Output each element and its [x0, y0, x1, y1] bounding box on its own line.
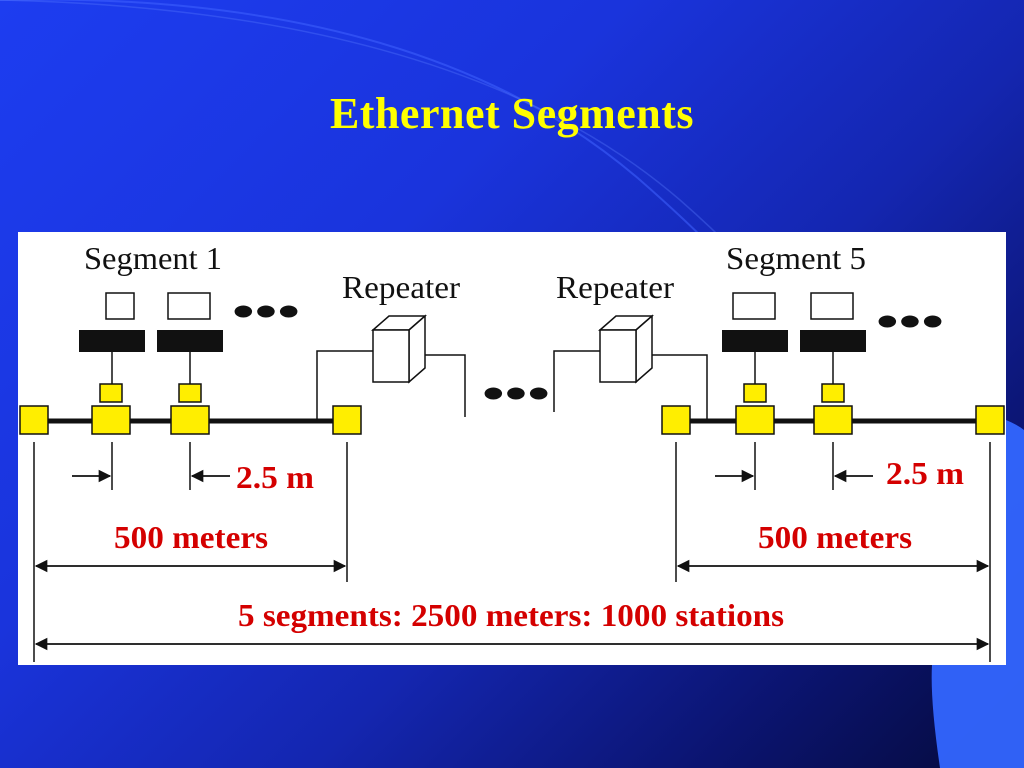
length-measure-right — [675, 442, 991, 662]
segment-left-label: Segment 1 — [84, 240, 222, 276]
terminator-left-start — [19, 405, 49, 435]
station-right-2 — [800, 292, 866, 435]
station-left-2 — [157, 292, 223, 435]
total-span-label: 5 segments: 2500 meters: 1000 stations — [238, 597, 784, 633]
slide-title: Ethernet Segments — [329, 89, 695, 138]
length-left-label: 500 meters — [114, 519, 268, 555]
terminator-right-end — [975, 405, 1005, 435]
ethernet-segments-diagram: Segment 1 Segment 5 Repeater Repeater ••… — [19, 240, 1005, 662]
ellipsis-right-stations: ••• — [876, 297, 944, 346]
length-measure-left — [33, 442, 348, 662]
segment-right-label: Segment 5 — [726, 240, 866, 276]
length-right-label: 500 meters — [758, 519, 912, 555]
repeater-right-device — [553, 314, 708, 421]
station-left-1 — [79, 292, 145, 435]
spacing-right-label: 2.5 m — [886, 455, 964, 491]
repeater-right-label: Repeater — [556, 269, 674, 305]
ellipsis-middle-segments: ••• — [482, 369, 550, 418]
terminator-left-end — [332, 405, 362, 435]
terminator-right-start — [661, 405, 691, 435]
ellipsis-left-stations: ••• — [232, 287, 300, 336]
diagram-panel: Segment 1 Segment 5 Repeater Repeater ••… — [18, 232, 1006, 665]
repeater-left-device — [316, 314, 466, 421]
spacing-measure-right — [715, 442, 873, 490]
spacing-left-label: 2.5 m — [236, 459, 314, 495]
repeater-left-label: Repeater — [342, 269, 460, 305]
station-right-1 — [722, 292, 788, 435]
spacing-measure-left — [72, 442, 230, 490]
